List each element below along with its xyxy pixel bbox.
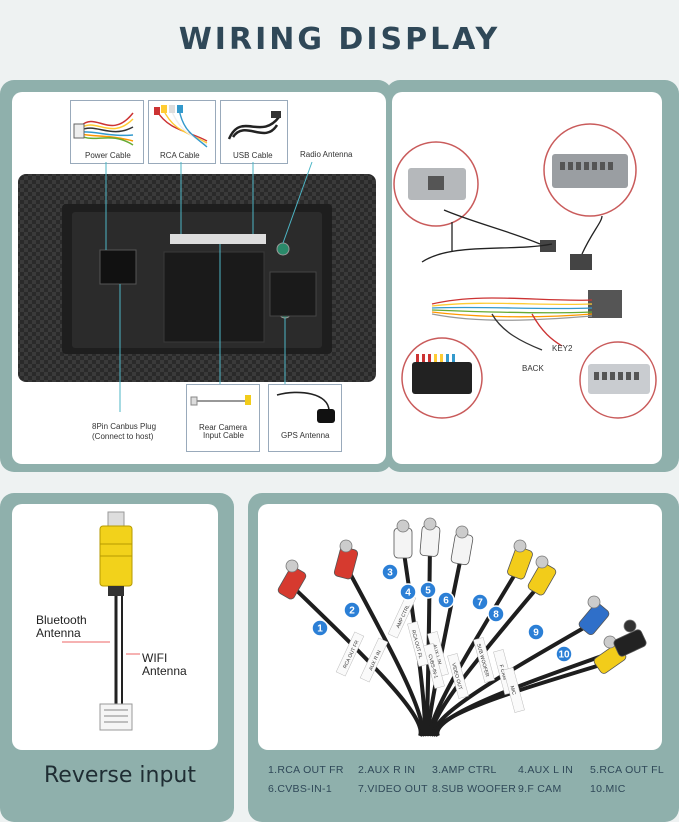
rca-pin-1 [285,559,299,573]
rca-tag-10: MIC [503,667,525,713]
rear-camera-label-1: Rear Camera [199,423,248,432]
rca-badge-number-2: 2 [349,606,355,617]
rca-legend-item: 1.RCA OUT FR [268,764,344,776]
rca-badge-number-9: 9 [533,628,539,639]
bluetooth-text: Bluetooth [36,613,87,627]
rca-badge-5 [419,581,437,599]
head-unit-diagram [18,161,376,412]
reverse-input-caption: Reverse input [43,763,196,788]
power-cable-icon [73,112,134,146]
rca-badge-3 [381,563,399,581]
back-label: BACK [522,364,544,373]
power-cable-label: Power Cable [85,151,131,160]
reverse-cable-diagram [62,511,140,731]
gps-antenna-label: GPS Antenna [281,431,330,440]
radio-antenna-label: Radio Antenna [300,150,353,159]
rca-connector-1 [277,566,307,600]
rca-tag-text: MIC [508,685,516,696]
gps-antenna-icon [276,391,335,423]
rca-cable-1 [290,584,423,737]
rca-legend-item: 10.MIC [590,783,626,795]
rca-badge-number-7: 7 [477,598,483,609]
page-title: WIRING DISPLAY [178,22,501,57]
rca-pin-10 [623,619,637,633]
rca-legend-item: 8.SUB WOOFER [432,783,517,795]
rca-tag-bg [335,631,365,677]
rca-cable-thumb: RCA Cable [148,100,216,164]
bluetooth-antenna-text: Antenna [36,626,81,640]
head-unit-card: Power Cable RCA Cable USB Cable Radio An… [12,92,386,464]
rca-connector-7 [527,562,557,596]
rear-camera-cable-icon [190,395,251,406]
rca-badge-number-1: 1 [317,624,323,635]
rca-cable-label: RCA Cable [160,151,200,160]
rca-badge-10 [555,645,573,663]
rca-pin-2 [339,539,353,553]
rca-legend-item: 2.AUX R IN [358,764,416,776]
rca-legend-item: 9.F CAM [518,783,562,795]
bluetooth-antenna-label: Bluetooth Antenna [36,614,87,640]
gps-antenna-thumb: GPS Antenna [268,384,342,452]
rca-badge-number-10: 10 [558,650,570,661]
rca-cable-10 [435,644,631,737]
wifi-antenna-text: Antenna [142,664,187,678]
power-cable-thumb: Power Cable [70,100,144,164]
rca-tag-bg [407,621,429,667]
rca-connector-3 [393,527,413,559]
rca-tag-text: F CAM [498,664,508,681]
rca-pin-6 [513,539,527,553]
rear-camera-thumb: Rear Camera Input Cable [186,384,260,452]
rca-legend-item: 3.AMP CTRL [432,764,497,776]
rca-cable-2 [344,565,425,737]
rca-legend-item: 7.VIDEO OUT [358,783,428,795]
rca-pin-3 [396,519,410,533]
rca-tag-bg [473,637,495,683]
rca-badge-number-4: 4 [405,588,411,599]
rca-badge-6 [437,591,455,609]
rca-badge-number-6: 6 [443,596,449,607]
rca-connector-8 [578,602,610,636]
harness-diagram [393,123,657,419]
rca-badge-2 [343,601,361,619]
rear-camera-label-2: Input Cable [203,431,244,440]
rca-legend-item: 4.AUX L IN [518,764,574,776]
wifi-antenna-label: WIFI Antenna [142,652,187,678]
rca-badge-number-8: 8 [493,610,499,621]
rca-tag-text: AUX L IN [431,644,442,666]
rca-badge-8 [487,605,505,623]
rca-legend-item: 5.RCA OUT FL [590,764,665,776]
rca-badge-number-3: 3 [387,568,393,579]
harness-card: KEY2 BACK [392,92,662,464]
canbus-plug-label-2: (Connect to host) [92,432,154,441]
rca-pin-8 [587,595,601,609]
key2-label: KEY2 [552,344,573,353]
usb-cable-label: USB Cable [233,151,273,160]
rca-badge-4 [399,583,417,601]
rca-cable-icon [154,105,208,148]
rca-badge-number-5: 5 [425,586,431,597]
rca-badge-9 [527,623,545,641]
rca-tag-bg [503,667,525,713]
rca-cable-7 [429,580,544,737]
rca-tag-bg [447,653,469,699]
rca-tag-bg [423,643,445,689]
canbus-plug-label-1: 8Pin Canbus Plug [92,422,157,431]
rca-badge-7 [471,593,489,611]
rca-tag-4: RCA OUT FL [407,621,429,667]
usb-cable-thumb: USB Cable [220,100,288,164]
rca-pin-4 [423,517,437,531]
rca-badge-1 [311,619,329,637]
rca-pin-5 [455,525,469,539]
wifi-text: WIFI [142,651,168,665]
rca-pin-7 [535,555,549,569]
rca-legend-item: 6.CVBS-IN-1 [268,783,332,795]
rca-tag-bg [359,637,389,683]
rca-connector-10 [613,629,647,657]
reverse-card: Bluetooth Antenna WIFI Antenna [12,504,218,750]
usb-cable-icon [227,111,281,140]
